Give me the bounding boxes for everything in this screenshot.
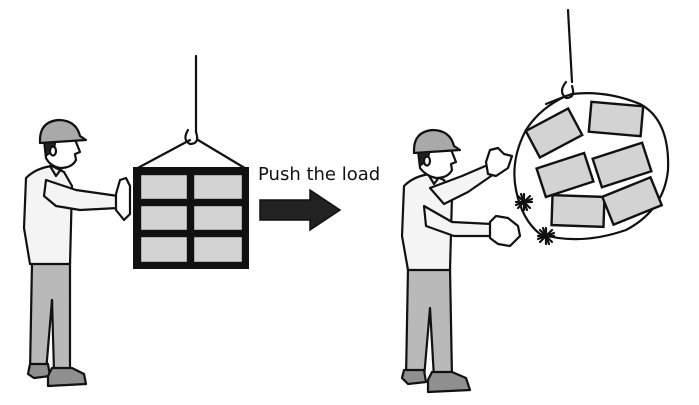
worker-right [400,128,522,394]
caption-push-the-load: Push the load [258,164,381,185]
impact-spark-lower [536,226,556,246]
suspended-load-left [132,54,250,269]
direction-arrow [259,188,342,232]
suspended-load-right [513,8,670,241]
impact-spark-upper [514,192,534,212]
worker-left [22,118,132,388]
